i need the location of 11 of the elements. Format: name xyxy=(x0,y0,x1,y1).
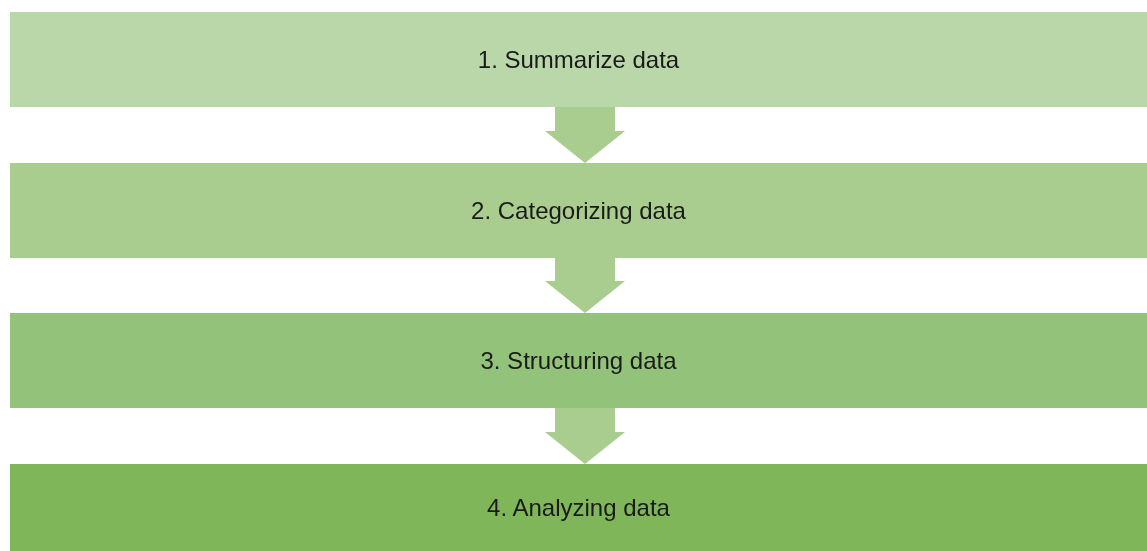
down-arrow xyxy=(545,107,625,163)
step-label: 4. Analyzing data xyxy=(487,493,670,522)
down-arrow xyxy=(545,258,625,313)
process-bar xyxy=(10,12,1147,107)
step-label: 1. Summarize data xyxy=(477,45,680,74)
process-bar xyxy=(10,163,1147,258)
process-bar xyxy=(10,464,1147,551)
step-label: 3. Structuring data xyxy=(480,346,677,375)
down-arrow xyxy=(545,408,625,464)
step-label: 2. Categorizing data xyxy=(471,196,686,225)
process-bar xyxy=(10,313,1147,408)
